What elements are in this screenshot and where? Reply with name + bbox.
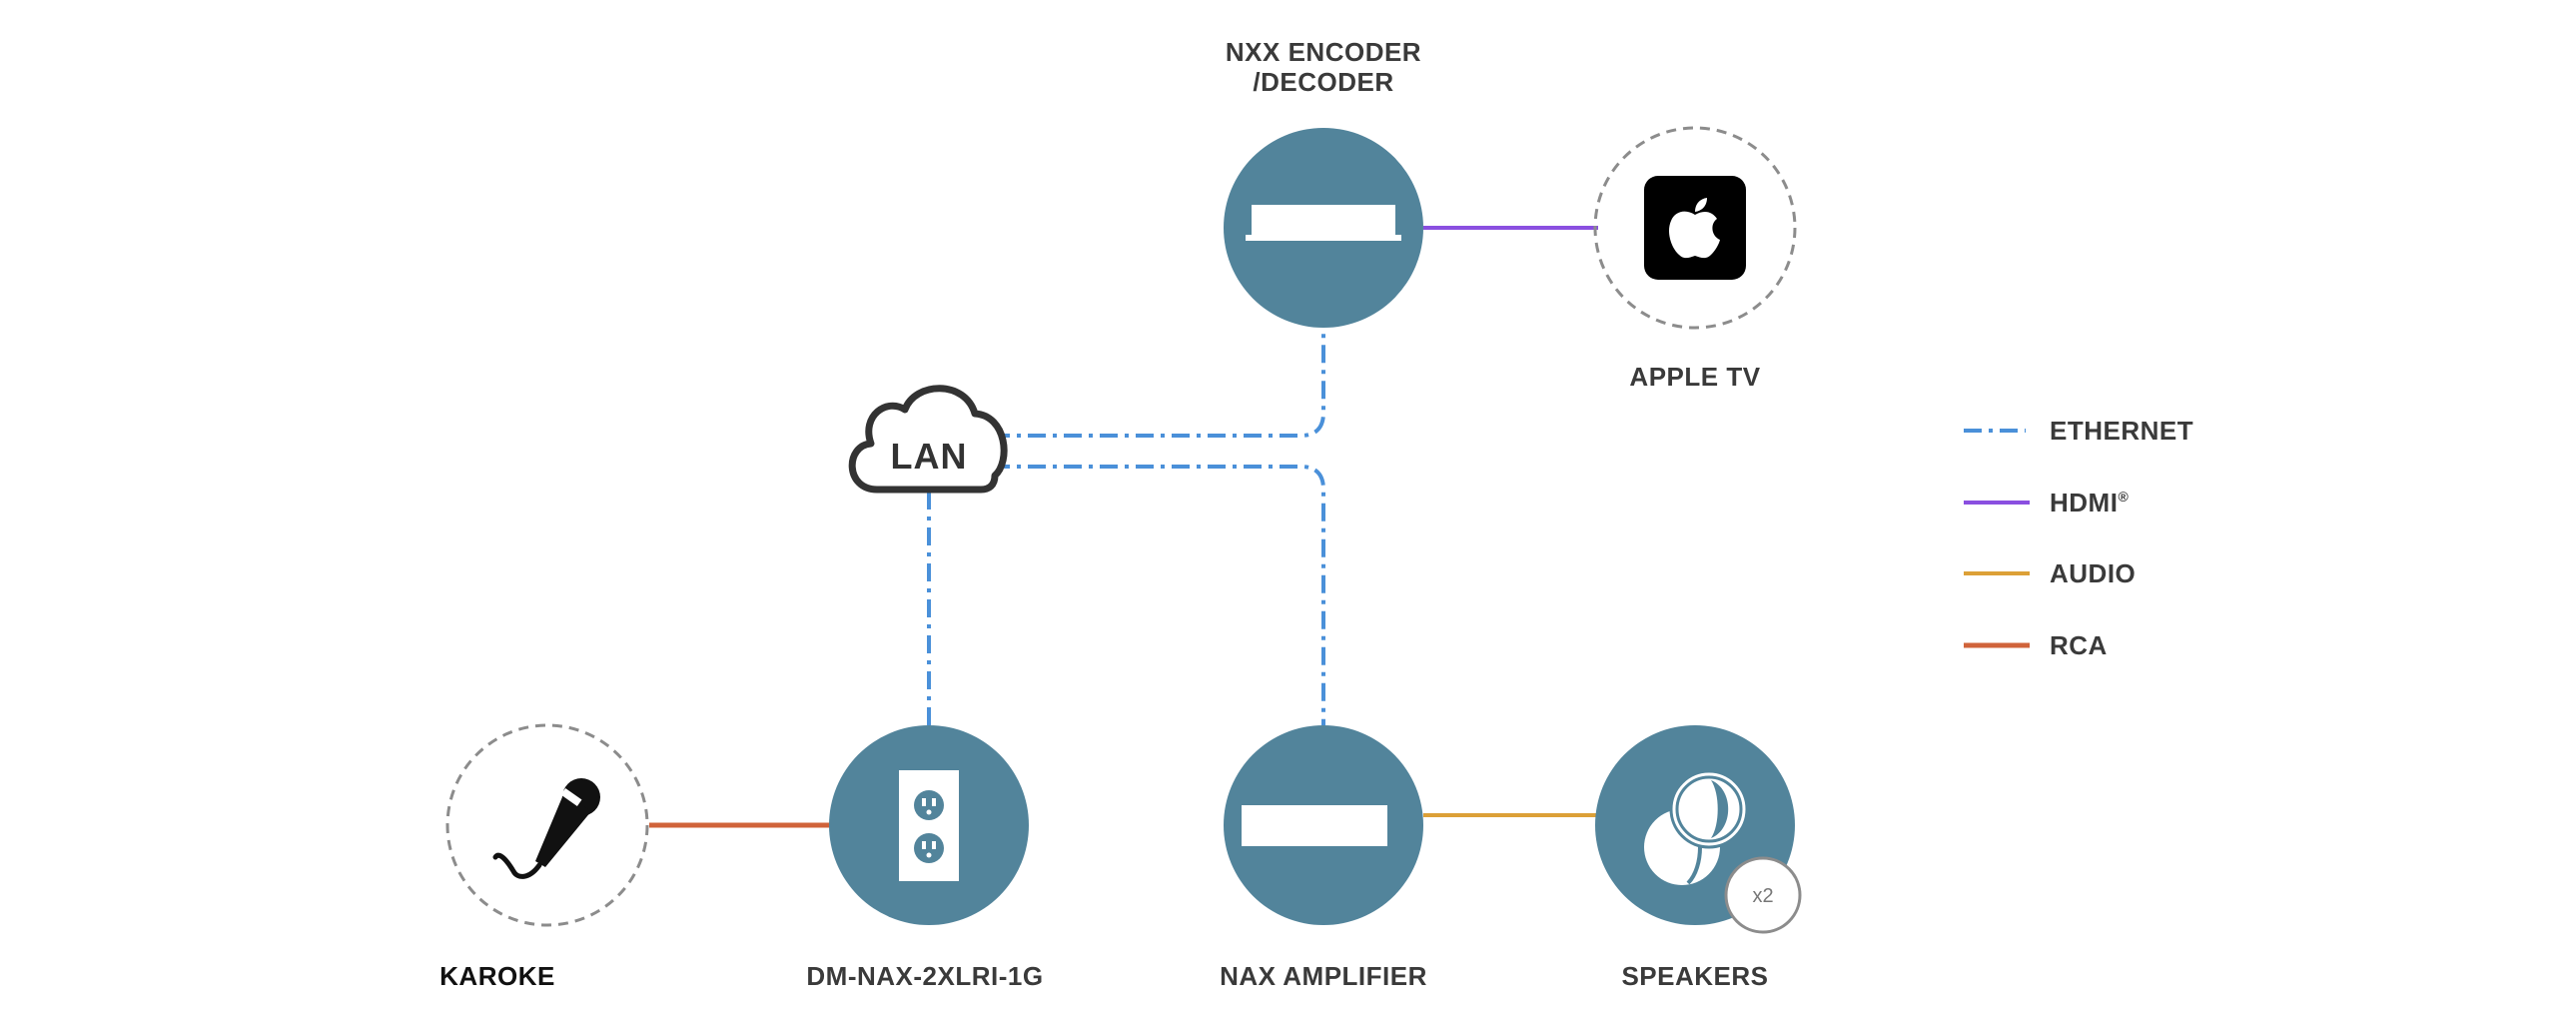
legend-item-rca: RCA — [1964, 630, 2108, 660]
karoke-ring — [445, 723, 649, 927]
legend-hdmi-registered-mark: ® — [2118, 489, 2129, 505]
apple-tv-icon — [1644, 176, 1746, 280]
dm-nax-node[interactable]: DM-NAX-2XLRI-1G — [806, 725, 1043, 991]
legend-label-hdmi: HDMI® — [2050, 488, 2129, 517]
speakers-icon — [1644, 769, 1749, 885]
microphone-icon — [492, 778, 600, 879]
legend-item-hdmi: HDMI® — [1964, 488, 2129, 517]
encoder-label-line2: /DECODER — [1253, 67, 1393, 97]
speakers-label: SPEAKERS — [1621, 961, 1768, 991]
dm-nax-label: DM-NAX-2XLRI-1G — [806, 961, 1043, 991]
lan-label: LAN — [891, 436, 968, 477]
encoder-decoder-node[interactable]: NXX ENCODER /DECODER — [1224, 37, 1423, 328]
apple-tv-ring — [1593, 126, 1797, 330]
legend-item-ethernet: ETHERNET — [1964, 416, 2193, 446]
amplifier-label: NAX AMPLIFIER — [1220, 961, 1427, 991]
legend-label-ethernet: ETHERNET — [2050, 416, 2193, 446]
speakers-node[interactable]: x2 SPEAKERS — [1595, 725, 1802, 991]
legend-label-audio: AUDIO — [2050, 558, 2136, 588]
legend-label-rca: RCA — [2050, 630, 2108, 660]
amplifier-box-icon — [1242, 805, 1387, 846]
lan-node[interactable]: LAN — [848, 385, 1008, 494]
cloud-icon — [848, 385, 1008, 494]
ethernet-lan-to-encoder — [992, 328, 1325, 438]
wall-outlet-icon — [899, 770, 959, 881]
encoder-box-icon — [1246, 205, 1401, 241]
apple-tv-label: APPLE TV — [1629, 362, 1760, 392]
apple-tv-node[interactable]: APPLE TV — [1593, 126, 1797, 392]
speakers-count-badge: x2 — [1724, 856, 1802, 934]
speakers-badge-text: x2 — [1752, 885, 1773, 907]
legend: ETHERNET HDMI® AUDIO RCA — [1964, 416, 2193, 660]
amplifier-node[interactable]: NAX AMPLIFIER — [1220, 725, 1427, 991]
legend-item-audio: AUDIO — [1964, 558, 2136, 588]
encoder-label-line1: NXX ENCODER — [1226, 37, 1421, 67]
ethernet-lan-to-amplifier — [992, 465, 1325, 725]
karoke-label: KAROKE — [439, 961, 555, 991]
connections — [649, 226, 1598, 828]
karoke-node[interactable]: KAROKE — [439, 723, 649, 991]
